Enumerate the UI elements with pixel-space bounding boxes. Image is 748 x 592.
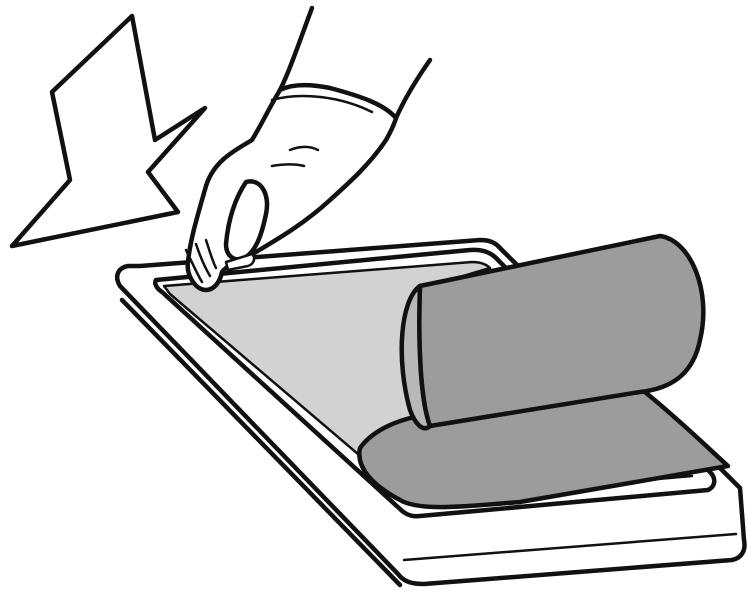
down-left-arrow-icon [12, 16, 205, 246]
